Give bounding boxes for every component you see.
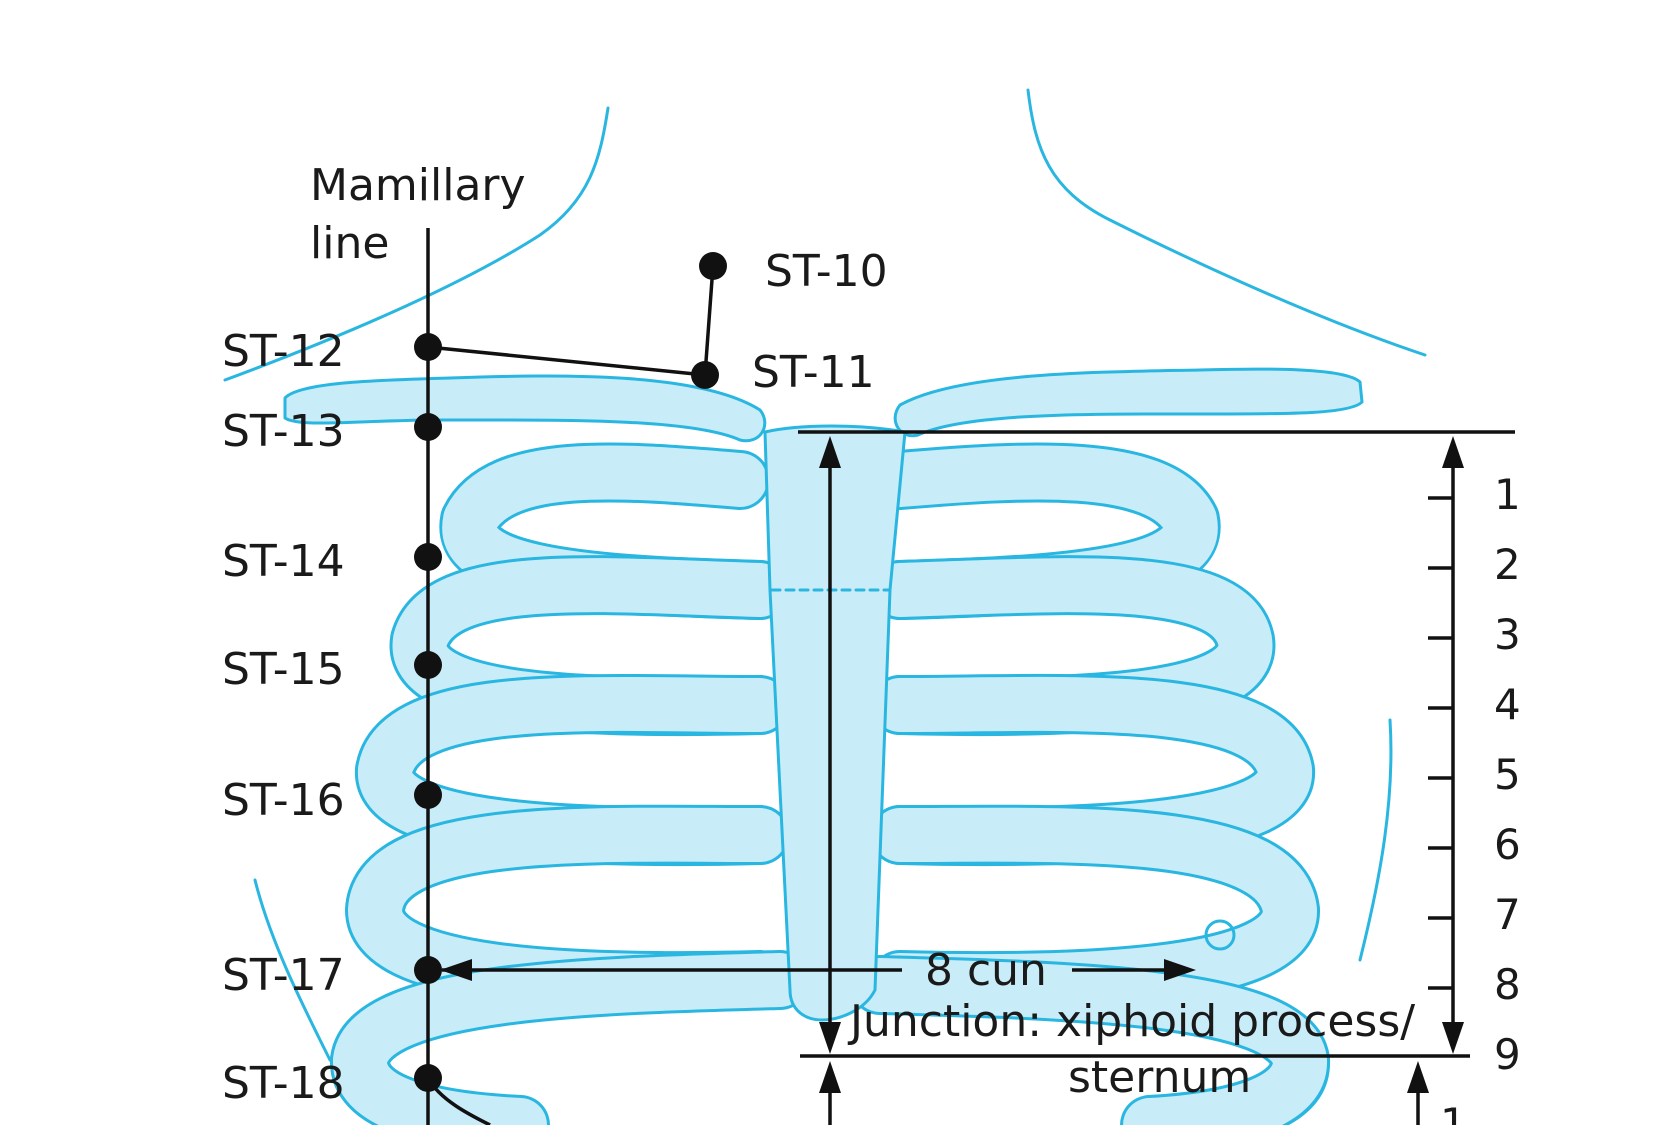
scale-number-3: 3 [1494, 610, 1521, 659]
scale-arrowhead-bottom [1442, 1022, 1464, 1054]
ribs-left [330, 442, 810, 1125]
point-st15 [414, 651, 442, 679]
label-st12: ST-12 [222, 326, 345, 377]
width-arrowhead-left [440, 959, 472, 981]
torso-outline [223, 88, 1427, 1062]
scale-number-6: 6 [1494, 820, 1521, 869]
width-measure-label: 8 cun [925, 945, 1047, 996]
lower-sternum-arrowhead [819, 1061, 841, 1093]
label-st11: ST-11 [752, 347, 875, 398]
sternum-arrowhead-bottom [819, 1022, 841, 1054]
scale-number-7: 7 [1494, 890, 1521, 939]
st12-st11-connector [427, 345, 706, 377]
point-st14 [414, 543, 442, 571]
junction-label-1: Junction: xiphoid process/ [847, 996, 1415, 1047]
sternum-arrowhead-top [819, 436, 841, 468]
mamillary-line-label-1: Mamillary [310, 160, 526, 211]
st10-st11-connector [703, 265, 715, 376]
point-st11 [691, 361, 719, 389]
cun-scale: 1 2 3 4 5 6 7 8 9 1 [1407, 436, 1521, 1125]
junction-label-2: sternum [1068, 1052, 1251, 1103]
label-st14: ST-14 [222, 536, 345, 587]
scale-number-8: 8 [1494, 960, 1521, 1009]
scale-number-5: 5 [1494, 750, 1521, 799]
label-st10: ST-10 [765, 246, 888, 297]
point-st10 [699, 252, 727, 280]
ribs-right [850, 442, 1330, 1125]
scale-number-9: 9 [1494, 1030, 1521, 1079]
scale-number-2: 2 [1494, 540, 1521, 589]
label-st13: ST-13 [222, 406, 345, 457]
scale-arrowhead-top [1442, 436, 1464, 468]
label-st17: ST-17 [222, 950, 345, 1001]
point-st12 [414, 333, 442, 361]
sternum [763, 424, 1236, 1022]
label-st18: ST-18 [222, 1058, 345, 1109]
scale-lower-arrowhead [1407, 1061, 1429, 1093]
point-st18 [414, 1064, 442, 1092]
label-st15: ST-15 [222, 644, 345, 695]
width-arrowhead-right [1164, 959, 1196, 981]
scale-number-4: 4 [1494, 680, 1521, 729]
point-st16 [414, 781, 442, 809]
point-st13 [414, 413, 442, 441]
point-st17 [414, 956, 442, 984]
label-st16: ST-16 [222, 775, 345, 826]
mamillary-line-label-2: line [310, 218, 389, 269]
scale-lower-number: 1 [1440, 1099, 1467, 1125]
scale-number-1: 1 [1494, 470, 1521, 519]
